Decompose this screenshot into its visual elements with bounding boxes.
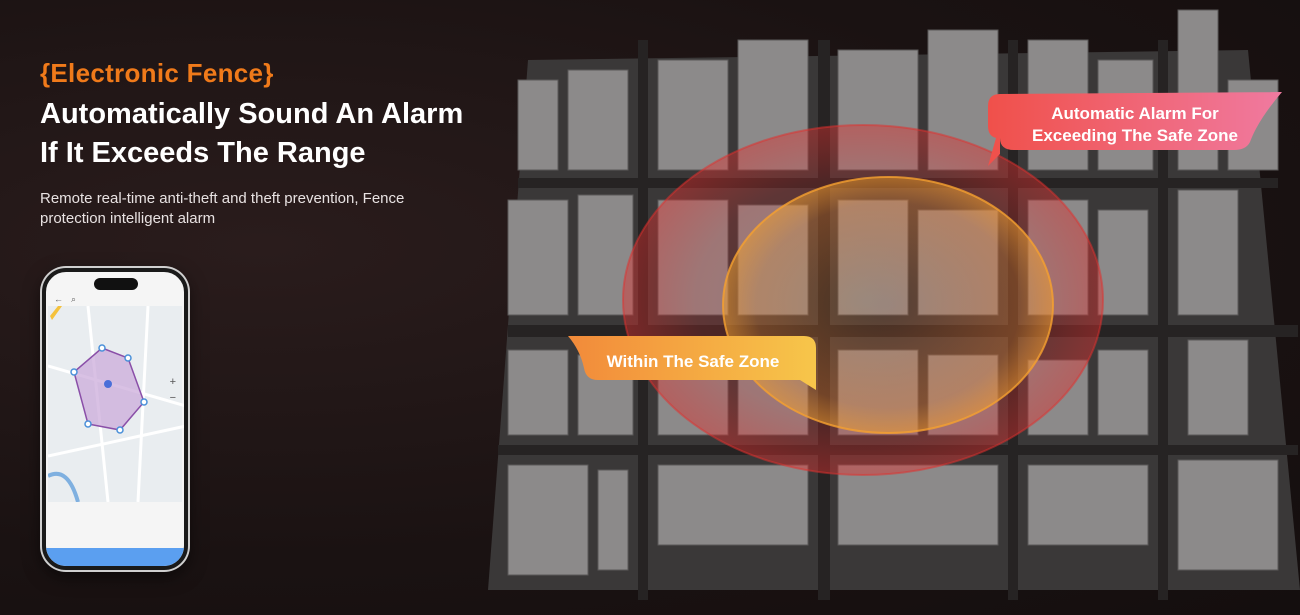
zoom-in-button[interactable]: + <box>169 376 176 388</box>
headline-title: Automatically Sound An Alarm If It Excee… <box>40 95 510 173</box>
phone-mockup: ← ⌕ + − <box>42 268 188 570</box>
safe-zone <box>722 176 1054 434</box>
safe-zone-callout-text: Within The Safe Zone <box>606 352 780 371</box>
alarm-callout-bubble <box>988 92 1282 166</box>
search-icon[interactable]: ⌕ <box>71 293 77 304</box>
city-map-illustration <box>488 9 1300 600</box>
alarm-callout: Automatic Alarm For Exceeding The Safe Z… <box>988 92 1282 166</box>
alarm-callout-text: Automatic Alarm For Exceeding The Safe Z… <box>988 103 1282 147</box>
alarm-callout-line-2: Exceeding The Safe Zone <box>1032 126 1238 145</box>
back-arrow-icon[interactable]: ← <box>54 294 63 304</box>
safe-zone-callout-bubble <box>568 336 816 390</box>
headline-title-line-2: If It Exceeds The Range <box>40 137 366 169</box>
headline-title-line-1: Automatically Sound An Alarm <box>40 98 464 130</box>
phone-notch <box>94 278 138 290</box>
location-pin-icon <box>104 380 112 388</box>
alarm-callout-line-1: Automatic Alarm For <box>1051 104 1219 123</box>
headline-block: {Electronic Fence} Automatically Sound A… <box>40 58 510 229</box>
headline-subtitle: Remote real-time anti-theft and theft pr… <box>40 190 405 227</box>
phone-action-bar[interactable] <box>46 548 184 566</box>
phone-map[interactable]: + − <box>47 305 184 503</box>
safe-zone-callout: Within The Safe Zone <box>568 336 818 390</box>
zoom-out-button[interactable]: − <box>169 392 176 404</box>
phone-app-bar: ← ⌕ <box>46 292 184 306</box>
fence-polygon <box>73 347 145 431</box>
feature-tag: {Electronic Fence} <box>40 58 274 88</box>
fence-map-drawing <box>47 305 184 503</box>
